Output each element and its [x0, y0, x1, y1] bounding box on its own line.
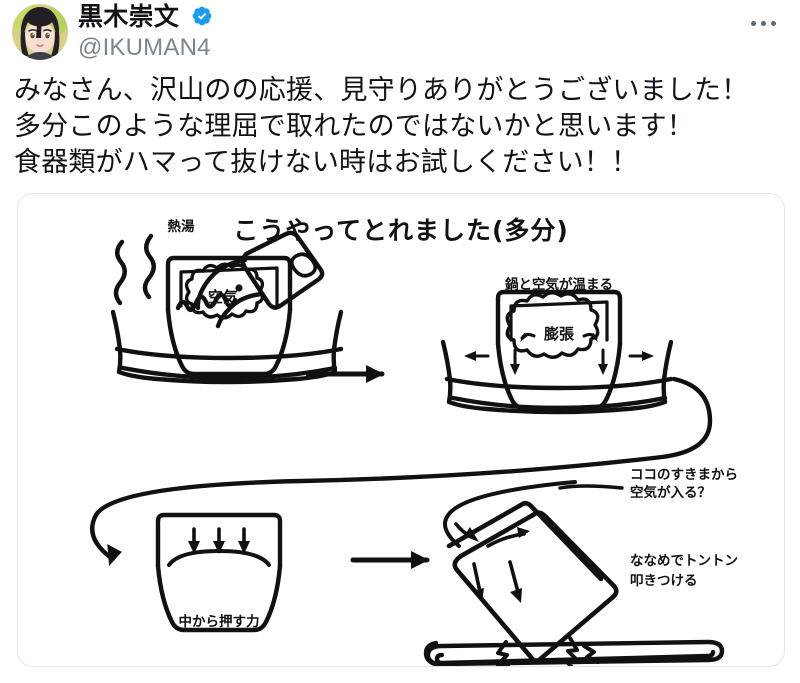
arrow-panel3-to-panel4 [350, 551, 430, 569]
more-dot [750, 20, 756, 26]
panel1-hot-water-label: 熱湯 [168, 218, 195, 235]
account-name-block: 黒木崇文 @IKUMAN4 [78, 2, 213, 62]
tweet-header: 黒木崇文 @IKUMAN4 [0, 0, 800, 62]
panel-4-folded-towel [423, 639, 725, 666]
panel2-heading-label: 鍋と空気が温まる [505, 276, 613, 293]
panel2-expansion-label: 膨張 [544, 325, 575, 343]
panel-1-pouring [110, 230, 344, 385]
avatar-image [12, 4, 68, 60]
panel3-caption-label: 中から押す力 [179, 613, 260, 630]
panel4-gap-note-line2: 空気が入る？ [630, 484, 711, 501]
diagram-background [18, 194, 784, 666]
display-name[interactable]: 黒木崇文 [78, 3, 180, 31]
diagram-title: こうやってとれました(多分) [233, 216, 569, 245]
panel4-tap-note-line2: 叩きつける [630, 573, 698, 589]
panel-3-down-arrows [188, 527, 250, 554]
panel4-tap-note-line1: ななめでトントン [630, 553, 738, 569]
arrow-panel1-to-panel2 [305, 365, 385, 383]
more-dot [770, 20, 776, 26]
panel-2-warming [440, 289, 674, 415]
panel1-air-label: 空気 [208, 288, 238, 306]
more-options-icon[interactable] [744, 10, 782, 36]
gap-note-leader-line [558, 484, 624, 490]
flow-connector-curve [90, 376, 713, 566]
verified-badge-icon [191, 5, 213, 27]
more-dot [760, 20, 766, 26]
panel4-gap-note-line1: ココのすきまから [630, 467, 738, 483]
panel-2-expansion-bubble [505, 291, 600, 359]
account-handle[interactable]: @IKUMAN4 [78, 34, 211, 61]
panel-2-expansion-arrows [464, 332, 654, 375]
tweet-body-text: みなさん、沢山のの応援、見守りありがとうございました！ 多分このような理屈で取れ… [14, 75, 749, 177]
panel-1-air-bubble [184, 262, 265, 320]
avatar[interactable] [12, 4, 68, 60]
explanation-diagram: 空気 熱湯 膨張 鍋と空気が温まる [18, 194, 784, 666]
panel-4-motion-arrows [454, 522, 530, 603]
tweet-media-card[interactable]: 空気 熱湯 膨張 鍋と空気が温まる [17, 193, 785, 667]
